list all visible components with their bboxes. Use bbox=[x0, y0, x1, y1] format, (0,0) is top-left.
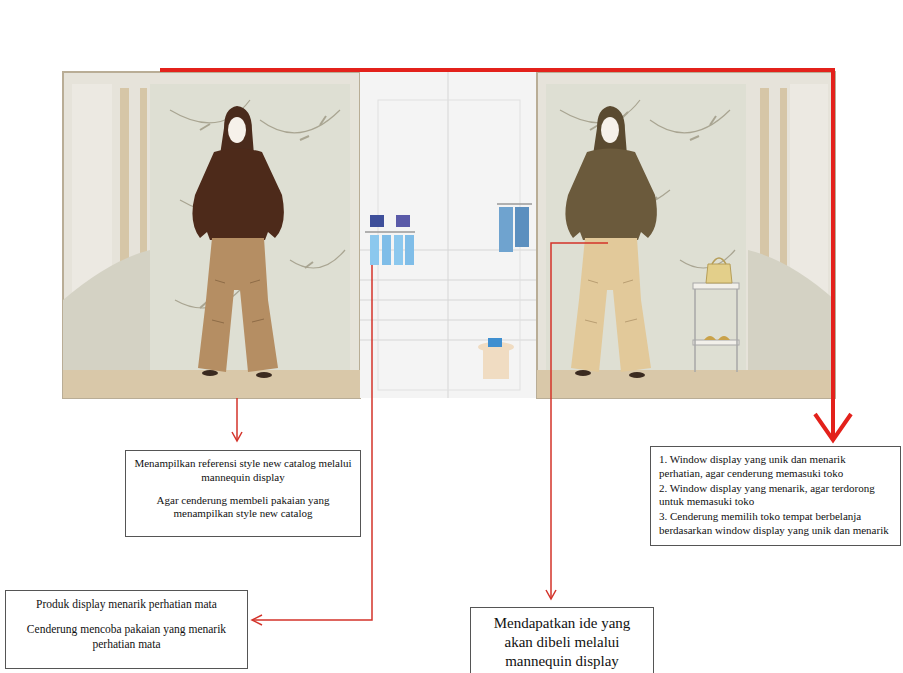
hijab bbox=[593, 106, 627, 155]
callout-text: 1. Window display yang unik dan menarik … bbox=[659, 453, 892, 481]
trousers bbox=[571, 238, 651, 372]
shoe bbox=[202, 370, 218, 376]
shoe bbox=[629, 372, 645, 378]
denim-garment bbox=[499, 207, 513, 252]
side-table bbox=[695, 289, 737, 372]
blouse bbox=[192, 149, 283, 241]
folded-shirt bbox=[370, 215, 384, 227]
leader-line bbox=[253, 265, 372, 620]
handbag bbox=[712, 258, 726, 264]
shoe bbox=[256, 372, 272, 378]
callout-box: Mendapatkan ide yang akan dibeli melalui… bbox=[470, 607, 654, 673]
window-wall bbox=[546, 84, 746, 374]
window-floor bbox=[537, 370, 835, 398]
hanging-shirt bbox=[370, 235, 379, 265]
arrow-head bbox=[232, 432, 242, 441]
window-wall bbox=[150, 84, 350, 374]
callout-text: 2. Window display yang menarik, agar ter… bbox=[659, 482, 892, 510]
interior-line bbox=[378, 100, 520, 390]
leaf-wall bbox=[748, 250, 835, 374]
clothes-rack bbox=[497, 203, 532, 205]
folded-item bbox=[488, 338, 502, 347]
callout-text: Menampilkan referensi style new catalog … bbox=[134, 457, 352, 485]
side-table bbox=[693, 340, 739, 345]
leader-line bbox=[160, 70, 833, 438]
store-interior bbox=[360, 72, 537, 398]
mannequin-head bbox=[228, 117, 246, 143]
blouse bbox=[565, 149, 656, 241]
side-table bbox=[693, 283, 739, 289]
callout-box: 1. Window display yang unik dan menarik … bbox=[650, 446, 901, 546]
denim-garment bbox=[515, 207, 529, 247]
hijab bbox=[220, 106, 254, 155]
window-floor bbox=[63, 370, 360, 398]
arrow-head bbox=[252, 615, 262, 625]
hanging-shirt bbox=[394, 235, 403, 265]
interior-line bbox=[360, 72, 537, 398]
hanging-shirt bbox=[382, 235, 391, 265]
arrow-head bbox=[815, 414, 851, 440]
arrow-head bbox=[546, 590, 556, 599]
folded-shirt bbox=[396, 215, 410, 227]
leaf-wall bbox=[63, 250, 150, 374]
stool bbox=[483, 347, 509, 379]
window-frame bbox=[63, 72, 360, 398]
trousers bbox=[198, 238, 278, 372]
shoes bbox=[704, 336, 730, 340]
trouser-fold bbox=[212, 280, 264, 323]
callout-box: Menampilkan referensi style new catalog … bbox=[125, 450, 361, 537]
window-frame bbox=[537, 72, 835, 398]
callout-text: Mendapatkan ide yang akan dibeli melalui… bbox=[479, 614, 645, 670]
callout-text: 3. Cenderung memilih toko tempat berbela… bbox=[659, 510, 892, 538]
clothes-rack bbox=[365, 231, 415, 233]
handbag bbox=[706, 264, 732, 283]
callout-text: Cenderung mencoba pakaian yang menarik p… bbox=[14, 622, 239, 651]
leader-line bbox=[236, 398, 238, 440]
trouser-fold bbox=[585, 280, 637, 323]
callout-text: Produk display menarik perhatian mata bbox=[14, 597, 239, 611]
shoe bbox=[575, 370, 591, 376]
leader-line bbox=[551, 243, 608, 598]
mannequin-head bbox=[601, 117, 619, 143]
callout-text: Agar cenderung membeli pakaian yang mena… bbox=[134, 494, 352, 522]
callout-box: Produk display menarik perhatian mataCen… bbox=[5, 590, 248, 669]
hanging-shirt bbox=[405, 235, 414, 265]
